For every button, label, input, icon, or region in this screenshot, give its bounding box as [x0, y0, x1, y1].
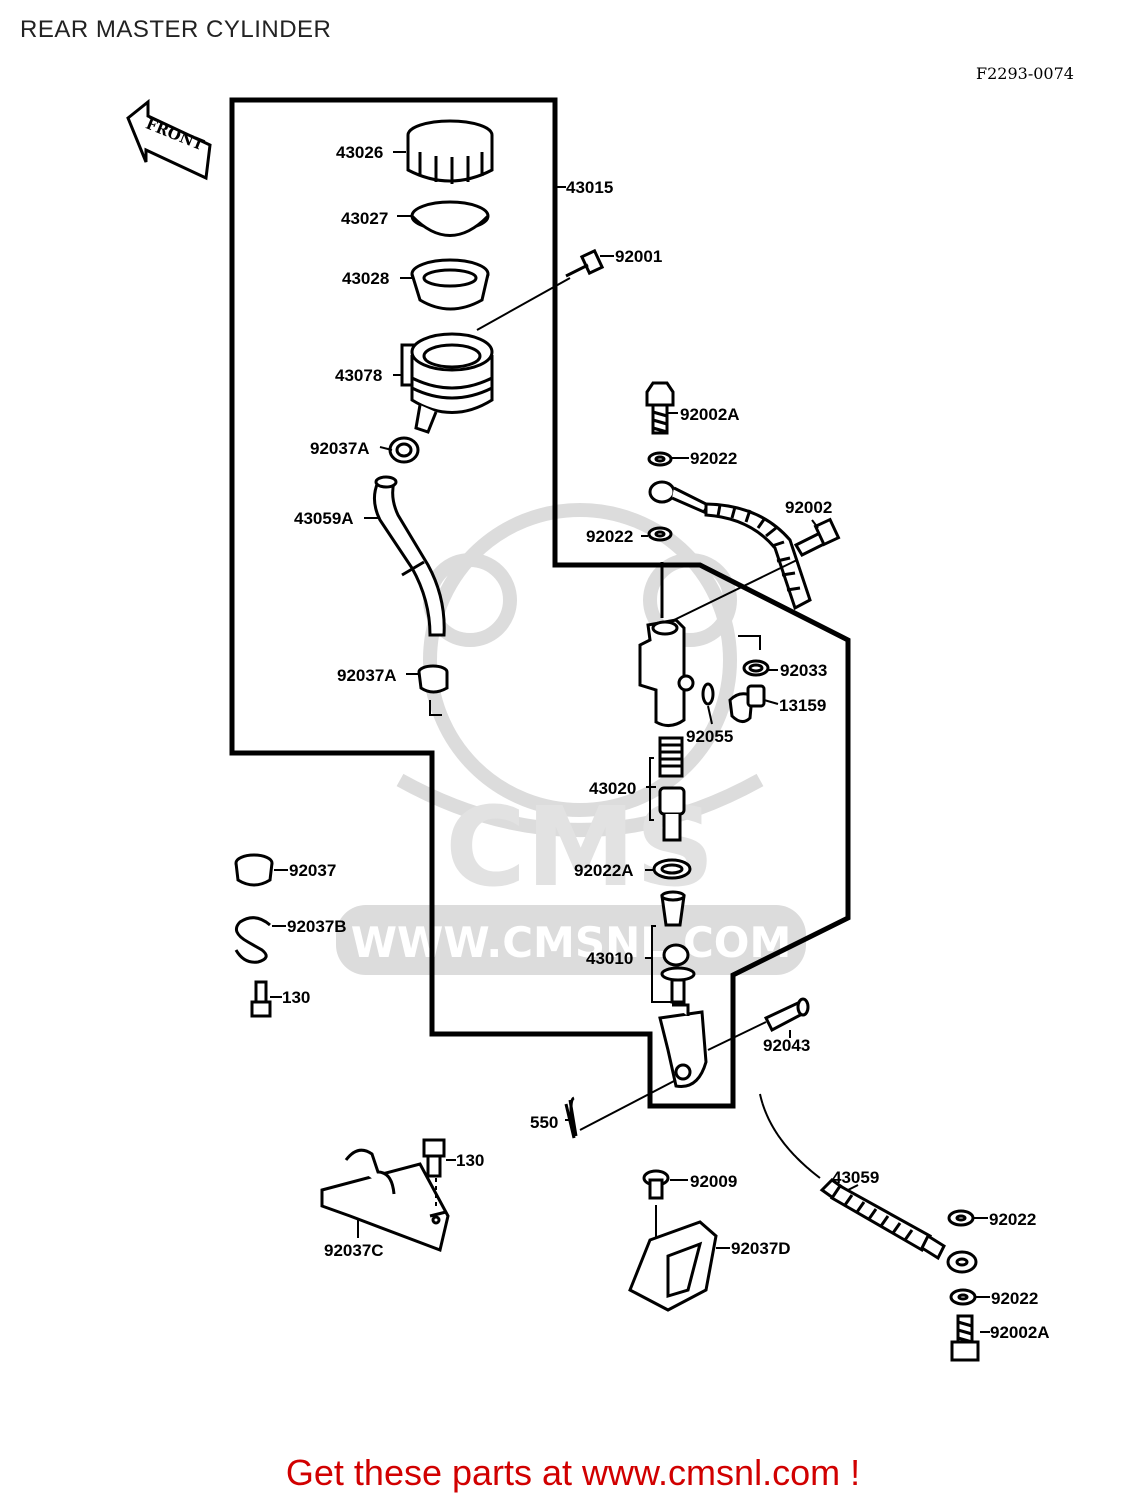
part-label: 92037A [337, 666, 397, 685]
part-label: 92037D [731, 1239, 791, 1258]
master-cylinder-body [638, 562, 695, 727]
part-label: 43010 [586, 949, 633, 968]
washer-top [647, 451, 673, 467]
screw-92001 [565, 248, 605, 278]
washer-mid [647, 526, 673, 542]
o-ring-92055 [701, 682, 715, 706]
hose-connector [728, 684, 766, 723]
reservoir-diaphragm [410, 258, 490, 311]
clip-92037B [234, 916, 271, 964]
part-label: 92022 [991, 1289, 1038, 1308]
washer-lower-1 [947, 1209, 975, 1227]
part-label: 43078 [335, 366, 382, 385]
reservoir-hose [373, 475, 446, 637]
hose-bracket [320, 1148, 450, 1253]
clevis-pin [763, 997, 810, 1033]
part-label: 43059A [294, 509, 354, 528]
diagram-code: F2293-0074 [976, 64, 1074, 83]
grommet-92037 [234, 853, 274, 887]
part-label: 43059 [832, 1168, 879, 1187]
part-label: 13159 [779, 696, 826, 715]
part-label: 130 [456, 1151, 484, 1170]
part-label: 43026 [336, 143, 383, 162]
bolt-130-bracket [422, 1138, 446, 1178]
o-ring-92033 [742, 659, 770, 677]
upper-brake-hose [648, 480, 812, 611]
part-label: 92022 [690, 449, 737, 468]
assembly-outline [229, 97, 851, 1109]
cover-92037D [628, 1220, 718, 1312]
part-label: 92037A [310, 439, 370, 458]
piston-assembly [658, 736, 686, 842]
washer-lower-2 [949, 1288, 977, 1306]
part-label: 550 [530, 1113, 558, 1132]
lower-brake-hose [819, 1178, 978, 1274]
push-rod-assembly [660, 890, 696, 1004]
reservoir-tank [400, 332, 494, 434]
watermark-url: WWW.CMSNL.COM [351, 918, 792, 967]
hose-clamp-top [388, 436, 420, 464]
part-label: 92022 [989, 1210, 1036, 1229]
part-label: 92002A [990, 1323, 1050, 1342]
banjo-bolt-top [645, 381, 675, 435]
part-label: 92033 [780, 661, 827, 680]
footer-promo-link[interactable]: Get these parts at www.cmsnl.com ! [285, 1452, 861, 1493]
screw-92009 [642, 1169, 670, 1200]
part-label: 92043 [763, 1036, 810, 1055]
cotter-pin [564, 1096, 578, 1139]
part-label: 92002 [785, 498, 832, 517]
bolt-130-left [250, 980, 272, 1018]
bolt-92002 [793, 517, 841, 557]
part-label: 92009 [690, 1172, 737, 1191]
part-label: 92022 [586, 527, 633, 546]
part-labels: 43026 43015 43027 43028 92001 43078 9200… [282, 143, 1050, 1342]
part-label: 43028 [342, 269, 389, 288]
part-label: 130 [282, 988, 310, 1007]
part-label: 92055 [686, 727, 733, 746]
part-label: 92037C [324, 1241, 384, 1260]
front-arrow-icon: FRONT [126, 98, 212, 181]
part-label: 92002A [680, 405, 740, 424]
reservoir-cap [406, 119, 494, 184]
hose-clamp-bottom [417, 664, 449, 694]
part-label: 92037 [289, 861, 336, 880]
leader-lines [270, 151, 990, 1333]
page-title: REAR MASTER CYLINDER [20, 16, 332, 43]
part-label: 43027 [341, 209, 388, 228]
circlip-92022A [652, 858, 692, 880]
banjo-bolt-bottom [950, 1314, 980, 1362]
part-label: 92001 [615, 247, 662, 266]
diaphragm-plate [410, 200, 490, 237]
part-label: 92037B [287, 917, 347, 936]
part-label: 43015 [566, 178, 613, 197]
clevis [658, 1003, 708, 1088]
part-label: 92022A [574, 861, 634, 880]
part-label: 43020 [589, 779, 636, 798]
